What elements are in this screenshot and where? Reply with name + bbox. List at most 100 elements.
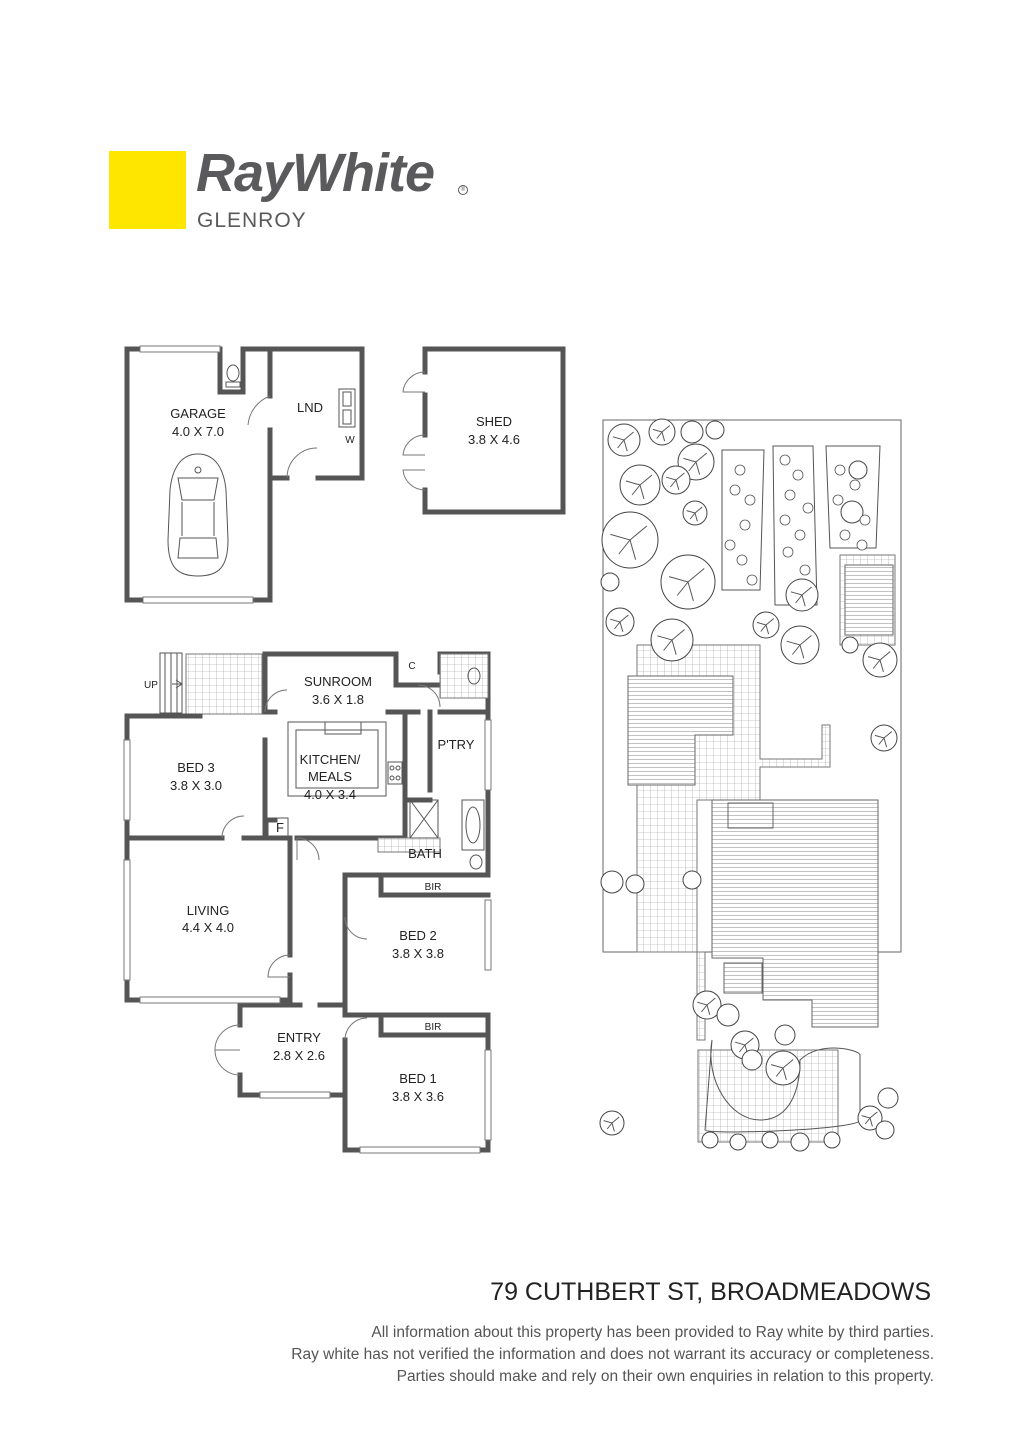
tree-branches-icon — [786, 635, 812, 659]
tree-icon — [600, 572, 620, 592]
kitchen-size: 4.0 X 3.4 — [304, 787, 356, 802]
shed-label: SHED — [476, 414, 512, 429]
tree-branches-icon — [697, 997, 716, 1015]
tree-icon — [625, 874, 645, 894]
fridge-marker: F — [276, 820, 284, 835]
washer-marker: W — [345, 435, 355, 446]
sunroom-size: 3.6 X 1.8 — [312, 692, 364, 707]
tree-icon — [701, 1131, 719, 1149]
shrub-icon — [859, 514, 871, 526]
kitchen-label: KITCHEN/ — [300, 752, 361, 767]
tree-branches-icon — [790, 586, 812, 607]
tree-icon — [841, 636, 859, 654]
bir-bed1-marker: BIR — [425, 1022, 442, 1033]
shrub-icon — [729, 484, 741, 496]
shrub-icon — [724, 539, 736, 551]
sunroom-label: SUNROOM — [304, 674, 372, 689]
tree-icon — [840, 500, 864, 524]
tree-branches-icon — [657, 629, 685, 655]
shrub-icon — [849, 479, 861, 491]
tree-icon — [848, 460, 868, 480]
shed-block — [402, 346, 566, 515]
tree-branches-icon — [861, 1111, 878, 1127]
shrub-icon — [792, 469, 804, 481]
tree-icon — [729, 1133, 747, 1151]
tree-branches-icon — [612, 431, 634, 452]
tree-icon — [823, 1131, 841, 1149]
tree-branches-icon — [686, 506, 703, 522]
tree-icon — [600, 870, 624, 894]
tree-branches-icon — [610, 614, 629, 632]
tree-icon — [774, 1024, 796, 1046]
shed-size: 3.8 X 4.6 — [468, 432, 520, 447]
property-address: 79 CUTHBERT ST, BROADMEADOWS — [490, 1278, 931, 1306]
bed3-size: 3.8 X 3.0 — [170, 778, 222, 793]
tree-icon — [877, 1087, 899, 1109]
tree-branches-icon — [603, 1116, 620, 1132]
cupboard-marker: C — [408, 661, 415, 672]
shrub-icon — [739, 519, 751, 531]
shrub-icon — [802, 502, 814, 514]
tree-branches-icon — [652, 425, 671, 442]
living-size: 4.4 X 4.0 — [182, 920, 234, 935]
tree-icon — [682, 870, 702, 890]
shrub-icon — [799, 564, 811, 576]
shrub-icon — [832, 494, 844, 506]
tree-icon — [716, 1003, 740, 1027]
shrub-icon — [779, 514, 791, 526]
bed2-label: BED 2 — [399, 928, 437, 943]
tree-branches-icon — [668, 568, 705, 602]
registered-mark: ® — [458, 185, 468, 195]
car-icon — [167, 453, 229, 577]
tree-branches-icon — [683, 452, 708, 475]
disclaimer-line: All information about this property has … — [371, 1324, 934, 1341]
entry-label: ENTRY — [277, 1030, 321, 1045]
bed1-label: BED 1 — [399, 1071, 437, 1086]
shrub-icon — [834, 464, 846, 476]
tree-icon — [875, 1120, 895, 1140]
tree-icon — [680, 420, 704, 444]
bir-bed2-marker: BIR — [425, 882, 442, 893]
house-block — [123, 651, 492, 1154]
garage-size: 4.0 X 7.0 — [172, 424, 224, 439]
bed1-size: 3.8 X 3.6 — [392, 1089, 444, 1104]
stairs-up-label: UP — [144, 680, 158, 691]
shrub-icon — [839, 529, 851, 541]
brand-header: RayWhite ® GLENROY — [0, 0, 1024, 260]
brand-name: RayWhite — [196, 143, 435, 203]
tree-icon — [761, 1131, 779, 1149]
site-plan — [602, 419, 902, 1143]
living-label: LIVING — [187, 903, 230, 918]
pantry-label: P'TRY — [438, 737, 475, 752]
bed3-label: BED 3 — [177, 760, 215, 775]
garage-label: GARAGE — [170, 406, 226, 421]
kitchen-label-2: MEALS — [308, 769, 352, 784]
brand-logo-square — [109, 151, 186, 229]
tree-branches-icon — [625, 474, 653, 500]
tree-branches-icon — [756, 618, 775, 635]
disclaimer: All information about this property has … — [174, 1322, 934, 1388]
brand-office: GLENROY — [197, 209, 307, 232]
shrub-icon — [744, 494, 756, 506]
disclaimer-line: Ray white has not verified the informati… — [291, 1346, 934, 1363]
shrub-icon — [736, 554, 748, 566]
laundry-label: LND — [297, 400, 323, 415]
tree-icon — [741, 1049, 763, 1071]
tree-branches-icon — [874, 731, 893, 748]
bath-label: BATH — [408, 846, 442, 861]
room-labels: GARAGE 4.0 X 7.0 LND W SHED 3.8 X 4.6 UP… — [144, 400, 520, 1104]
shrub-icon — [779, 454, 791, 466]
shrub-icon — [856, 539, 868, 551]
shrub-icon — [734, 464, 746, 476]
tree-branches-icon — [770, 1059, 794, 1081]
disclaimer-line: Parties should make and rely on their ow… — [396, 1368, 934, 1385]
tree-icon — [705, 420, 725, 440]
tree-branches-icon — [867, 651, 891, 673]
shrub-icon — [794, 529, 806, 541]
shrub-icon — [784, 489, 796, 501]
tree-branches-icon — [610, 525, 648, 560]
garage-block — [124, 345, 365, 604]
tree-icon — [790, 1132, 810, 1152]
shrub-icon — [782, 546, 794, 558]
